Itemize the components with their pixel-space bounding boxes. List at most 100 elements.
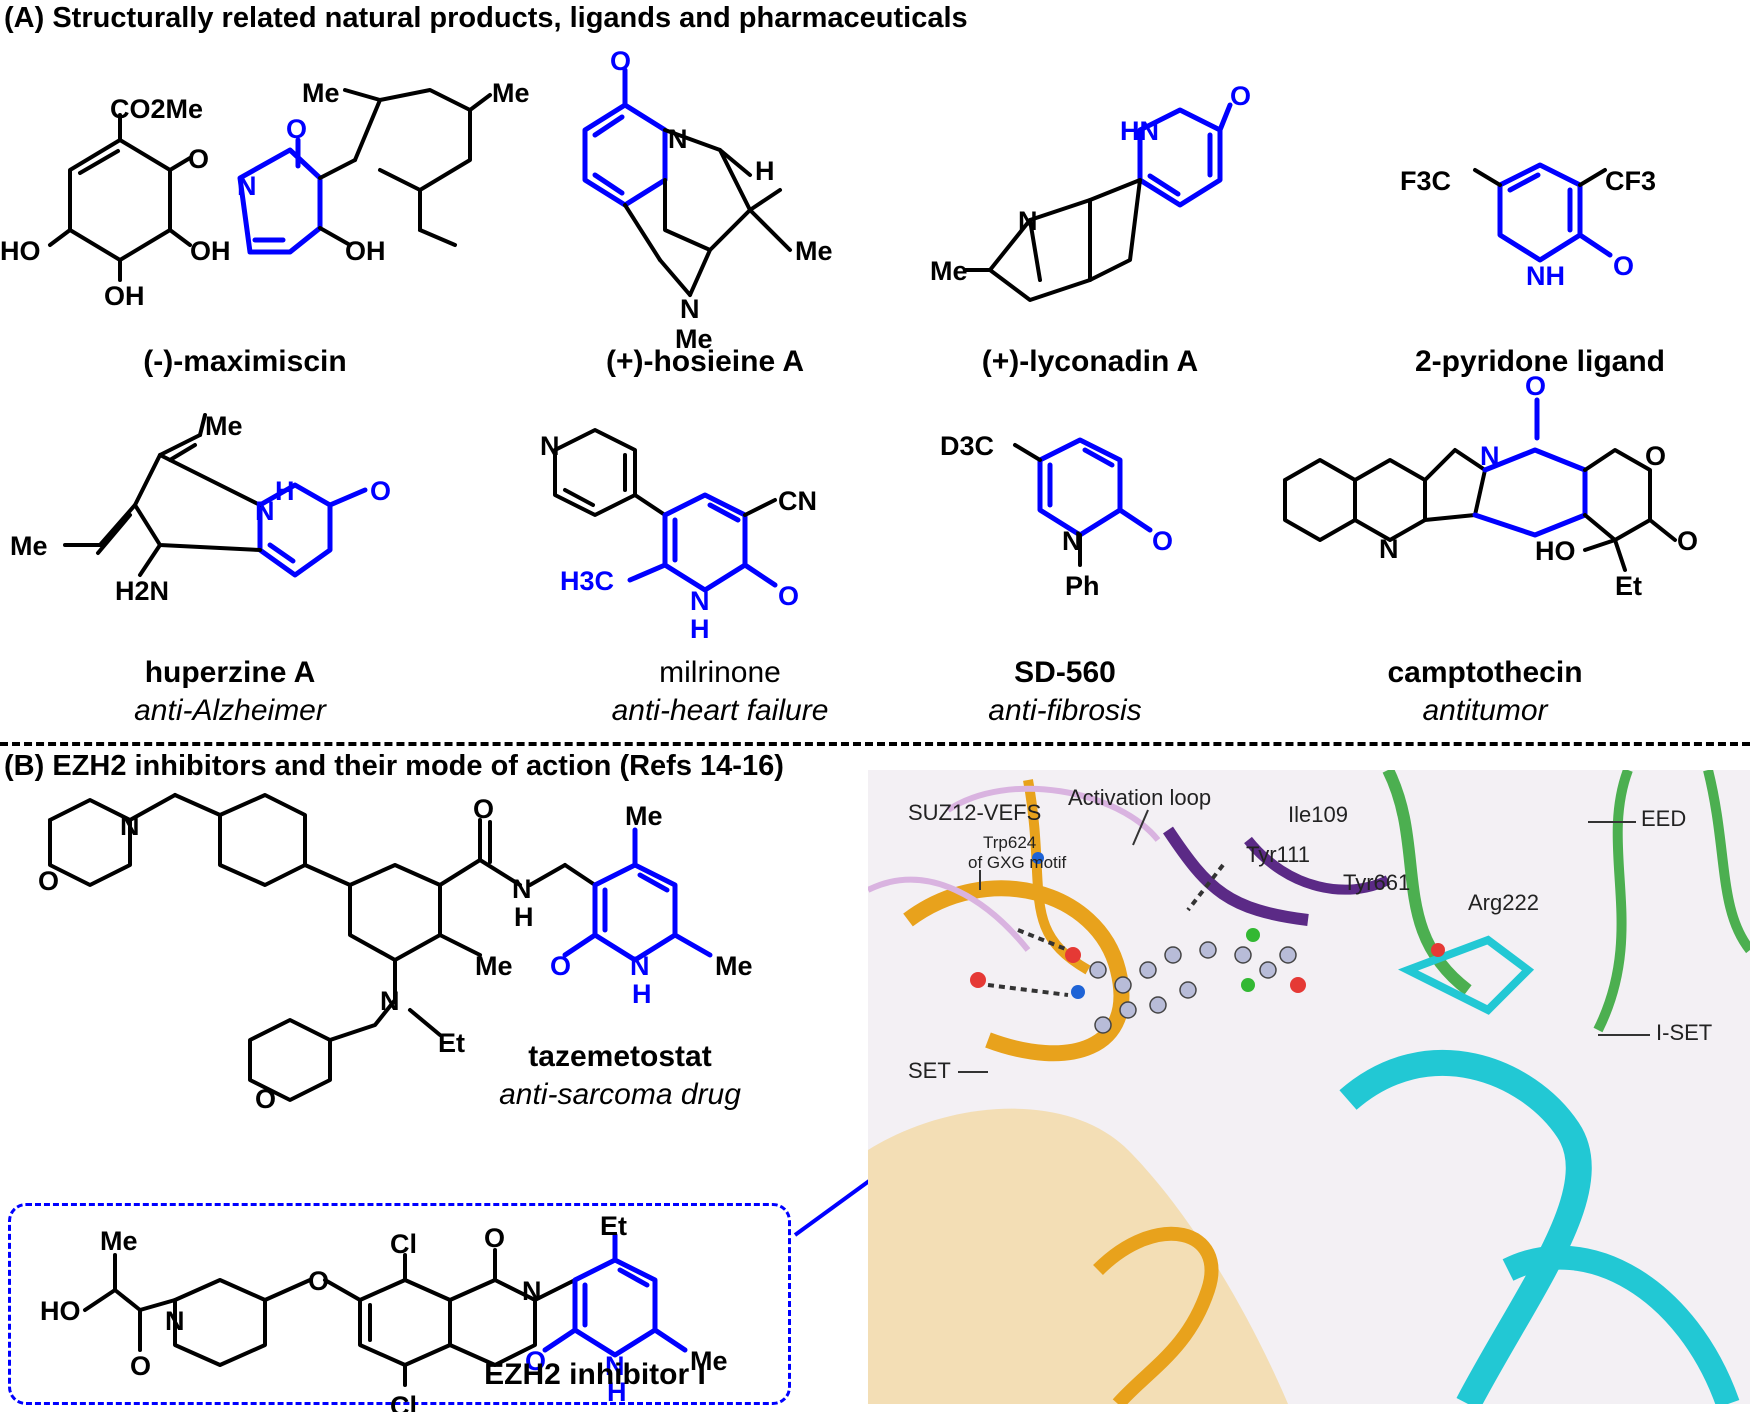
label-activation-loop: Activation loop bbox=[1068, 785, 1211, 810]
milrinone-h-label: H bbox=[690, 614, 710, 644]
milrinone-n-label: N bbox=[690, 586, 710, 616]
hosieine-n1-label: N bbox=[668, 124, 688, 154]
lyconadin-caption: (+)-lyconadin A bbox=[960, 345, 1220, 379]
camptothecin-ho-label: HO bbox=[1535, 536, 1576, 566]
huperzine-caption: huperzine A anti-Alzheimer bbox=[110, 656, 350, 728]
maximiscin-structure: CO2Me O N O Me Me HO OH OH OH bbox=[0, 70, 530, 340]
label-tyr661: Tyr661 bbox=[1343, 870, 1410, 895]
camptothecin-o2-label: O bbox=[1645, 441, 1666, 471]
tazemetostat-thp-o-label: O bbox=[255, 1084, 276, 1114]
compound-name: EZH2 inhibitor I bbox=[484, 1358, 706, 1391]
panel-b-title: (B) EZH2 inhibitors and their mode of ac… bbox=[4, 750, 784, 782]
inhibitor-h-label: H bbox=[607, 1377, 627, 1407]
panel-a-title: (A) Structurally related natural product… bbox=[4, 2, 968, 34]
inhibitor-lactam-o-label: O bbox=[484, 1223, 505, 1253]
inhibitor-n-label: N bbox=[605, 1351, 625, 1381]
sd560-ph-label: Ph bbox=[1065, 571, 1100, 601]
inhibitor-amide-o-label: O bbox=[130, 1351, 151, 1381]
camptothecin-o1-label: O bbox=[1525, 371, 1546, 401]
camptothecin-structure: N N O O O HO Et bbox=[1275, 371, 1735, 650]
ezh2-inhibitor-structure: Me HO O N O Cl Cl O N Et O N H Me bbox=[40, 1211, 790, 1412]
milrinone-caption: milrinone anti-heart failure bbox=[590, 656, 850, 728]
maximiscin-me2-label: Me bbox=[492, 78, 530, 108]
sd560-n-label: N bbox=[1062, 526, 1082, 556]
pyridone-o-label: O bbox=[1613, 251, 1634, 281]
compound-activity: anti-heart failure bbox=[611, 694, 829, 727]
label-arg222: Arg222 bbox=[1468, 890, 1539, 915]
inhibitor-ether-o-label: O bbox=[308, 1266, 329, 1296]
tazemetostat-morph-o-label: O bbox=[38, 866, 59, 896]
compound-name: milrinone bbox=[659, 656, 781, 689]
milrinone-h3c-label: H3C bbox=[560, 566, 614, 596]
label-set: SET bbox=[908, 1058, 951, 1083]
tazemetostat-o-label: O bbox=[550, 951, 571, 981]
compound-name: SD-560 bbox=[1014, 656, 1116, 689]
ezh2-inhibitor-caption: EZH2 inhibitor I bbox=[445, 1358, 745, 1392]
label-ile109: Ile109 bbox=[1288, 802, 1348, 827]
compound-name: 2-pyridone ligand bbox=[1414, 345, 1666, 378]
hosieine-me2-label: Me bbox=[675, 324, 713, 354]
inhibitor-pip-n-label: N bbox=[165, 1306, 185, 1336]
maximiscin-caption: (-)-maximiscin bbox=[120, 345, 370, 379]
huperzine-me1-label: Me bbox=[205, 411, 243, 441]
lyconadin-n-label: N bbox=[1018, 206, 1038, 236]
inhibitor-ho-label: HO bbox=[40, 1296, 81, 1326]
compound-name: camptothecin bbox=[1387, 656, 1583, 689]
label-suz12: SUZ12-VEFS bbox=[908, 800, 1041, 825]
hosieine-me1-label: Me bbox=[795, 236, 833, 266]
maximiscin-co2me-label: CO2Me bbox=[110, 94, 203, 124]
tazemetostat-me2-label: Me bbox=[475, 951, 513, 981]
camptothecin-n2-label: N bbox=[1480, 441, 1500, 471]
maximiscin-oh2-label: OH bbox=[345, 236, 386, 266]
pyridone-caption: 2-pyridone ligand bbox=[1400, 345, 1680, 379]
maximiscin-oxo-label: O bbox=[286, 114, 307, 144]
milrinone-cn-label: CN bbox=[778, 486, 817, 516]
inhibitor-et-label: Et bbox=[600, 1211, 627, 1241]
hosieine-n2-label: N bbox=[680, 294, 700, 324]
pyridone-ligand-structure: F3C CF3 NH O bbox=[1400, 160, 1700, 340]
camptothecin-o3-label: O bbox=[1677, 526, 1698, 556]
inhibitor-highlight-box bbox=[8, 1203, 791, 1405]
camptothecin-et-label: Et bbox=[1615, 571, 1642, 601]
section-divider bbox=[0, 742, 1750, 746]
compound-name: tazemetostat bbox=[528, 1040, 712, 1073]
camptothecin-caption: camptothecin antitumor bbox=[1370, 656, 1600, 728]
huperzine-me2-label: Me bbox=[10, 531, 48, 561]
tazemetostat-caption: tazemetostat anti-sarcoma drug bbox=[470, 1040, 770, 1112]
compound-name: (+)-hosieine A bbox=[605, 345, 805, 378]
crystal-structure-panel: Activation loop SUZ12-VEFS Trp624 of GXG… bbox=[868, 770, 1750, 1404]
label-gxg: of GXG motif bbox=[968, 853, 1067, 872]
label-eed: EED bbox=[1641, 806, 1686, 831]
huperzine-o-label: O bbox=[370, 476, 391, 506]
tazemetostat-amide-n-label: N bbox=[512, 874, 532, 904]
huperzine-h-label: H bbox=[275, 476, 295, 506]
compound-activity: anti-sarcoma drug bbox=[499, 1078, 741, 1111]
milrinone-structure: N CN O N H H3C bbox=[530, 428, 840, 650]
inhibitor-lactam-n-label: N bbox=[522, 1276, 542, 1306]
compound-name: (+)-lyconadin A bbox=[981, 345, 1199, 378]
lyconadin-structure: HN O N Me bbox=[930, 81, 1251, 320]
compound-activity: anti-fibrosis bbox=[988, 694, 1142, 727]
compound-activity: antitumor bbox=[1422, 694, 1548, 727]
tazemetostat-amide-h-label: H bbox=[514, 902, 534, 932]
lyconadin-me-label: Me bbox=[930, 256, 968, 286]
hosieine-caption: (+)-hosieine A bbox=[580, 345, 830, 379]
inhibitor-cl2-label: Cl bbox=[390, 1391, 417, 1412]
compound-name: huperzine A bbox=[144, 656, 316, 689]
sd560-structure: D3C O N Ph bbox=[940, 431, 1200, 640]
inhibitor-o-label: O bbox=[525, 1346, 546, 1376]
label-iset: I-SET bbox=[1656, 1020, 1712, 1045]
milrinone-o-label: O bbox=[778, 581, 799, 611]
huperzine-n-label: N bbox=[255, 496, 275, 526]
inhibitor-me1-label: Me bbox=[100, 1226, 138, 1256]
tazemetostat-structure: N O O N H Me Me Me O N H N Et O bbox=[30, 790, 790, 1114]
sd560-d3c-label: D3C bbox=[940, 431, 994, 461]
tazemetostat-me3-label: Me bbox=[715, 951, 753, 981]
maximiscin-me1-label: Me bbox=[302, 78, 340, 108]
tazemetostat-amide-o-label: O bbox=[473, 794, 494, 824]
sd560-o-label: O bbox=[1152, 526, 1173, 556]
hosieine-h-label: H bbox=[755, 156, 775, 186]
tazemetostat-et-label: Et bbox=[438, 1028, 465, 1058]
sd560-caption: SD-560 anti-fibrosis bbox=[950, 656, 1180, 728]
inhibitor-me2-label: Me bbox=[690, 1346, 728, 1376]
